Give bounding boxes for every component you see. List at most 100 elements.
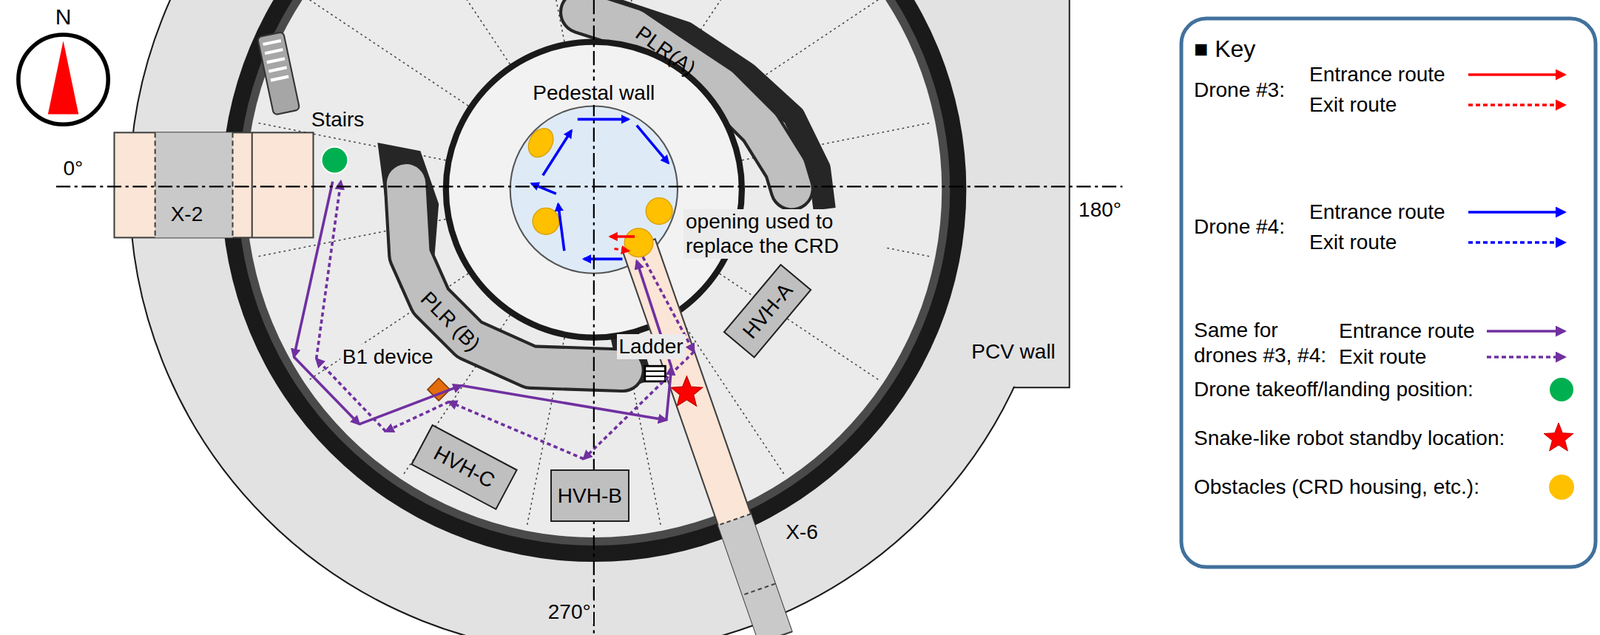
legend-star bbox=[1543, 423, 1574, 452]
compass-needle bbox=[48, 40, 79, 114]
callout-note: opening used to replace the CRD bbox=[683, 209, 884, 259]
stairs-body bbox=[257, 31, 300, 116]
equipment-box: HVH-C bbox=[410, 424, 518, 511]
legend-exit-line bbox=[1468, 103, 1565, 107]
ladder-rung bbox=[645, 370, 666, 373]
legend-text: Exit route bbox=[1307, 92, 1399, 118]
node-text: PLR(A) bbox=[630, 20, 700, 81]
legend-entrance-line bbox=[1468, 210, 1565, 214]
equipment-box: HVH-A bbox=[722, 263, 812, 359]
x2-penetration bbox=[113, 132, 313, 238]
legend-exit-line bbox=[1468, 241, 1565, 245]
key-group-label: Same for drones #3, #4: bbox=[1191, 318, 1345, 369]
key-heading: ■ Key bbox=[1191, 34, 1258, 63]
floor-plan bbox=[18, 0, 1123, 635]
obstacle-marker bbox=[624, 228, 654, 258]
node-text: HVH-A bbox=[736, 278, 798, 344]
penetration-box bbox=[113, 132, 313, 238]
exit-route bbox=[385, 402, 450, 432]
legend-text: Obstacles (CRD housing, etc.): bbox=[1191, 474, 1482, 501]
obstacles bbox=[523, 124, 673, 258]
ladder-symbol bbox=[645, 366, 666, 382]
axis-line bbox=[56, 185, 1123, 188]
obstacle-marker bbox=[532, 207, 560, 235]
entrance-route bbox=[610, 235, 635, 239]
entrance-route bbox=[666, 367, 672, 421]
entrance-route bbox=[542, 130, 572, 177]
part-name: PCV wall bbox=[969, 339, 1058, 365]
entrance-route bbox=[558, 204, 565, 251]
penetration-label: X-2 bbox=[167, 201, 207, 228]
legend-text: Snake-like robot standby location: bbox=[1191, 426, 1507, 452]
node-text: HVH-B bbox=[557, 483, 623, 509]
dashed-divider bbox=[154, 132, 157, 238]
obstacle-marker bbox=[523, 124, 559, 162]
exit-route bbox=[316, 181, 342, 360]
dashed-divider bbox=[742, 584, 776, 596]
dashed-divider bbox=[231, 132, 234, 238]
entrance-route bbox=[531, 183, 557, 194]
equipment-box: HVH-B bbox=[550, 469, 630, 523]
penetration-core bbox=[155, 132, 234, 238]
node-text: X-2 bbox=[170, 201, 204, 228]
grating-line bbox=[402, 0, 511, 65]
ladder-body bbox=[645, 366, 666, 382]
entrance-route bbox=[636, 125, 669, 164]
takeoff-position bbox=[321, 147, 349, 174]
angle-mark: 0° bbox=[61, 156, 86, 182]
key-group-label: Drone #3: bbox=[1191, 77, 1288, 103]
entrance-route bbox=[461, 385, 667, 421]
stair-step bbox=[270, 76, 289, 80]
penetration-core bbox=[718, 514, 793, 635]
part-name: X-6 bbox=[783, 520, 821, 546]
drone-routes bbox=[293, 119, 694, 459]
grating-line bbox=[306, 0, 469, 106]
compass-ring bbox=[18, 34, 108, 125]
legend-text: Exit route bbox=[1336, 344, 1429, 370]
pipe-label: PLR(A) bbox=[628, 19, 702, 83]
entrance-route bbox=[583, 258, 623, 262]
dashed-divider bbox=[718, 514, 751, 526]
entrance-route bbox=[577, 118, 629, 122]
obstacle-marker bbox=[645, 198, 673, 225]
solid-divider bbox=[251, 132, 253, 238]
part-name: Ladder bbox=[616, 334, 686, 360]
legend-swatch bbox=[1548, 474, 1575, 501]
angle-mark: 270° bbox=[545, 599, 594, 626]
stair-step bbox=[263, 40, 282, 45]
legend-text: Entrance route bbox=[1307, 62, 1448, 88]
part-name: Stairs bbox=[309, 107, 367, 133]
exit-route bbox=[613, 249, 629, 252]
north-compass bbox=[18, 34, 108, 125]
robot-standby-star bbox=[670, 376, 702, 407]
legend-text: Entrance route bbox=[1336, 318, 1478, 344]
pcv-outer-region bbox=[129, 0, 1058, 635]
part-name: B1 device bbox=[340, 344, 436, 370]
position-marks bbox=[321, 147, 703, 407]
legend-exit-line bbox=[1486, 355, 1565, 359]
exit-route bbox=[316, 359, 387, 432]
key-group-label: Drone #4: bbox=[1191, 214, 1288, 240]
band-edge bbox=[758, 631, 792, 635]
ladder-rung bbox=[645, 375, 666, 378]
stair-step bbox=[264, 49, 283, 54]
legend-swatch bbox=[1549, 377, 1574, 402]
key-panel bbox=[1181, 18, 1596, 568]
stair-step bbox=[267, 58, 285, 63]
legend-entrance-line bbox=[1468, 73, 1565, 77]
key-frame bbox=[1181, 18, 1596, 568]
compass-letter: N bbox=[53, 3, 74, 31]
stair-step bbox=[268, 67, 287, 72]
grating-line bbox=[526, 0, 565, 42]
stairs-symbol bbox=[257, 31, 300, 116]
node-text: Pedestal wall bbox=[532, 80, 655, 106]
legend-text: Drone takeoff/landing position: bbox=[1191, 377, 1476, 403]
legend-text: Entrance route bbox=[1307, 199, 1448, 225]
node-text: HVH-C bbox=[429, 440, 500, 494]
entrance-route bbox=[293, 181, 333, 358]
legend-text: Exit route bbox=[1307, 230, 1399, 256]
legend-entrance-line bbox=[1486, 329, 1565, 333]
pedestal-label: Pedestal wall bbox=[529, 80, 658, 106]
